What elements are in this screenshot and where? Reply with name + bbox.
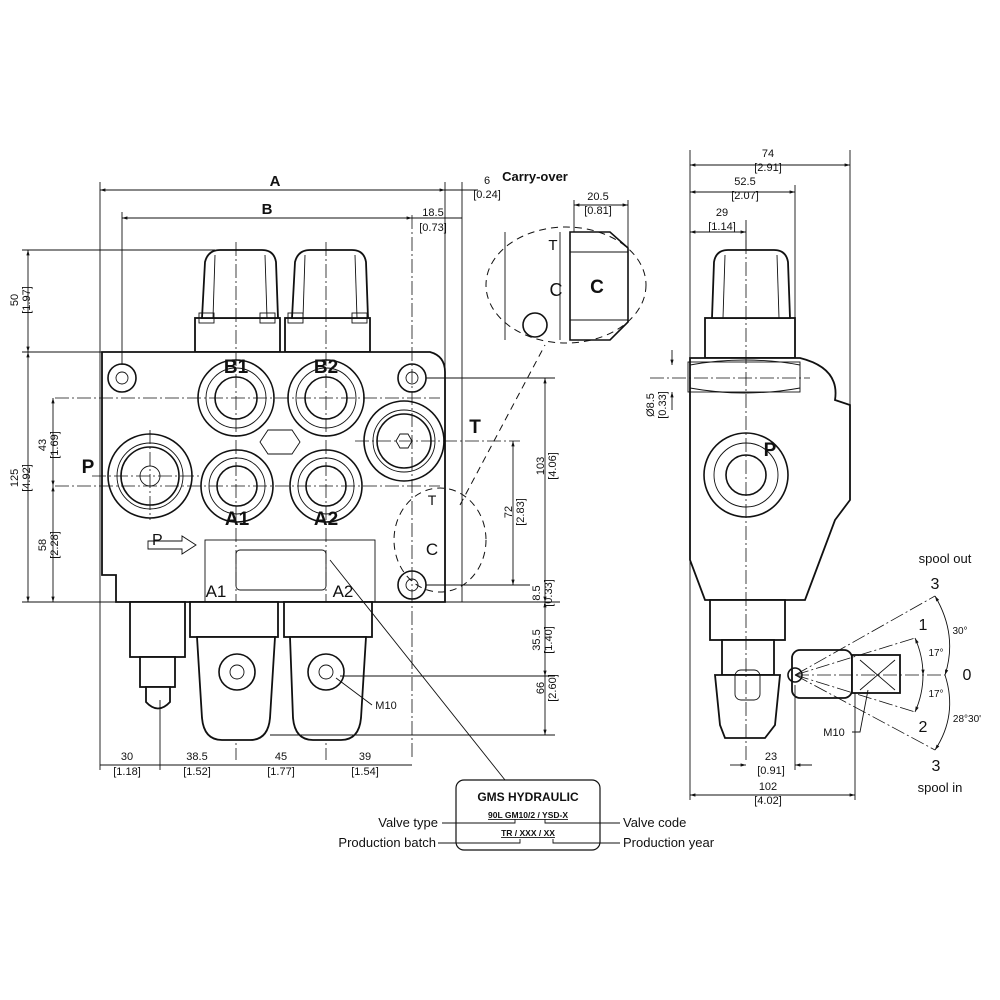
thread-m10-side: M10 <box>823 727 844 739</box>
dim-30: 30 <box>121 751 133 763</box>
carry-over-c-label: C <box>590 277 604 298</box>
port-label-b2: B2 <box>314 357 338 378</box>
angle-17-down: 17° <box>928 689 943 700</box>
dim-18-5: 18.5 <box>422 207 443 219</box>
production-batch-label: Production batch <box>338 835 436 850</box>
dim-20-5: 20.5 <box>587 191 608 203</box>
dim-74: 74 <box>762 148 774 160</box>
label-brand: GMS HYDRAULIC <box>477 790 579 804</box>
dim-66: 66 <box>535 682 547 694</box>
dim-58-in: [2.28] <box>49 531 61 559</box>
plate-port-a2: A2 <box>333 582 354 601</box>
dim-50: 50 <box>9 294 21 306</box>
label-plate-outline <box>235 549 327 591</box>
dim-29-in: [1.14] <box>708 221 736 233</box>
position-3-out: 3 <box>931 576 940 593</box>
side-port-p: P <box>764 440 777 461</box>
position-0: 0 <box>963 667 972 684</box>
dim-39-in: [1.54] <box>351 766 379 778</box>
dim-29: 29 <box>716 207 728 219</box>
valve-type-label: Valve type <box>378 815 438 830</box>
label-line-1: 90L GM10/2 / YSD-X <box>488 810 568 820</box>
valve-code-label: Valve code <box>623 815 686 830</box>
port-label-b1: B1 <box>224 357 249 378</box>
dim-72-in: [2.83] <box>515 498 527 526</box>
dim-d8-5-in: [0.33] <box>657 391 669 419</box>
dim-72: 72 <box>503 506 515 518</box>
dim-d8-5: Ø8.5 <box>645 393 657 417</box>
dim-23-in: [0.91] <box>757 765 785 777</box>
plate-port-a1: A1 <box>206 582 227 601</box>
dim-38-5: 38.5 <box>186 751 207 763</box>
position-3-in: 3 <box>932 758 941 775</box>
dim-66-in: [2.60] <box>547 674 559 702</box>
dim-6: 6 <box>484 175 490 187</box>
dim-8-5-in: [0.33] <box>543 579 555 607</box>
bottom-spools <box>129 601 373 741</box>
dim-38-5-in: [1.52] <box>183 766 211 778</box>
port-label-p: P <box>82 457 95 478</box>
dim-35-5-in: [1.40] <box>543 626 555 654</box>
angle-28-30: 28°30' <box>953 714 981 725</box>
spool-cap-2 <box>284 249 371 353</box>
dim-43-in: [1.69] <box>49 431 61 459</box>
carry-mark-c: C <box>426 540 438 559</box>
thread-m10-front: M10 <box>375 700 396 712</box>
dim-35-5: 35.5 <box>531 629 543 650</box>
port-label-a2: A2 <box>314 509 338 530</box>
carry-mark-t: T <box>428 492 437 508</box>
inlet-mark: P <box>152 532 163 549</box>
port-label-t: T <box>469 417 481 438</box>
spool-out-label: spool out <box>919 551 972 566</box>
dim-45: 45 <box>275 751 287 763</box>
dim-18-5-in: [0.73] <box>419 222 447 234</box>
carry-over-title: Carry-over <box>502 169 568 184</box>
dim-43: 43 <box>37 439 49 451</box>
spool-in-label: spool in <box>918 780 963 795</box>
dim-30-in: [1.18] <box>113 766 141 778</box>
carry-over-detail: Carry-over 20.5 [0.81] T C C <box>485 169 647 344</box>
dim-b-label: B <box>262 201 273 218</box>
flow-arrow-icon <box>147 535 197 555</box>
dim-102: 102 <box>759 781 777 793</box>
dim-39: 39 <box>359 751 371 763</box>
position-1: 1 <box>919 617 928 634</box>
dim-50-in: [1.97] <box>21 286 33 314</box>
carry-over-t: T <box>548 237 557 254</box>
spool-cap-1 <box>194 249 281 353</box>
production-year-label: Production year <box>623 835 715 850</box>
angle-30: 30° <box>952 626 967 637</box>
label-line-2: TR / XXX / XX <box>501 828 555 838</box>
dim-20-5-in: [0.81] <box>584 205 612 217</box>
position-2: 2 <box>919 719 928 736</box>
carry-over-c-small: C <box>550 280 563 300</box>
label-plate: GMS HYDRAULIC 90L GM10/2 / YSD-X TR / XX… <box>329 559 715 851</box>
dim-52-5-in: [2.07] <box>731 190 759 202</box>
dim-a-label: A <box>270 173 281 190</box>
dim-8-5: 8.5 <box>531 585 543 600</box>
dim-125-in: [4.92] <box>21 464 33 492</box>
dim-74-in: [2.91] <box>754 162 782 174</box>
dim-58: 58 <box>37 539 49 551</box>
dim-103-in: [4.06] <box>547 452 559 480</box>
dim-125: 125 <box>9 469 21 487</box>
dimension-lines <box>22 182 560 770</box>
side-view: P <box>645 148 981 807</box>
dim-23: 23 <box>765 751 777 763</box>
dim-45-in: [1.77] <box>267 766 295 778</box>
side-dimension-lines <box>670 150 869 800</box>
dim-102-in: [4.02] <box>754 795 782 807</box>
dim-6-in: [0.24] <box>473 189 501 201</box>
dim-103: 103 <box>535 457 547 475</box>
dim-52-5: 52.5 <box>734 176 755 188</box>
front-view: A1 A2 P <box>9 173 560 778</box>
port-label-a1: A1 <box>225 509 250 530</box>
angle-17-up: 17° <box>928 648 943 659</box>
